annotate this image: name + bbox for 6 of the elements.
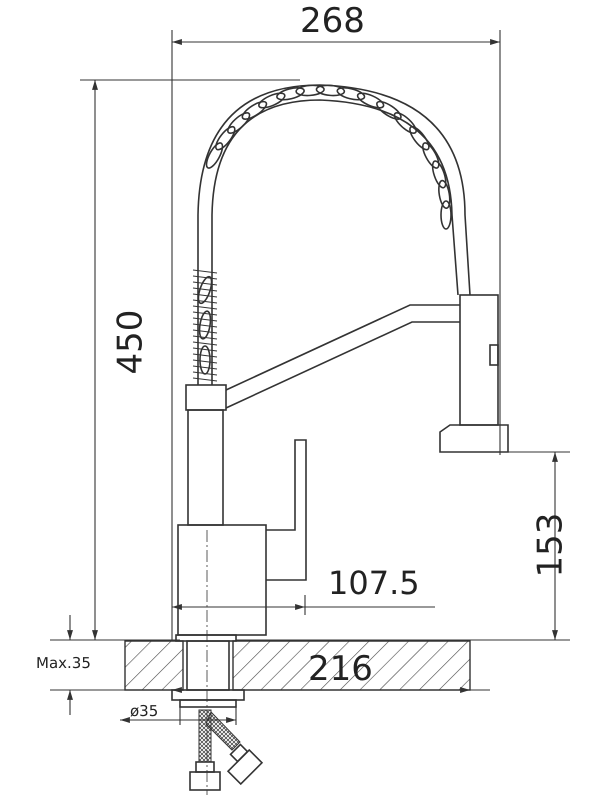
dimension-value: 268 [300,4,365,38]
dimension-value: 450 [113,310,148,374]
dimension-value: 107.5 [328,567,420,599]
dimension-value: 153 [533,512,568,578]
dimension-value: Max.35 [36,656,91,671]
dimension-value: ø35 [130,704,158,719]
